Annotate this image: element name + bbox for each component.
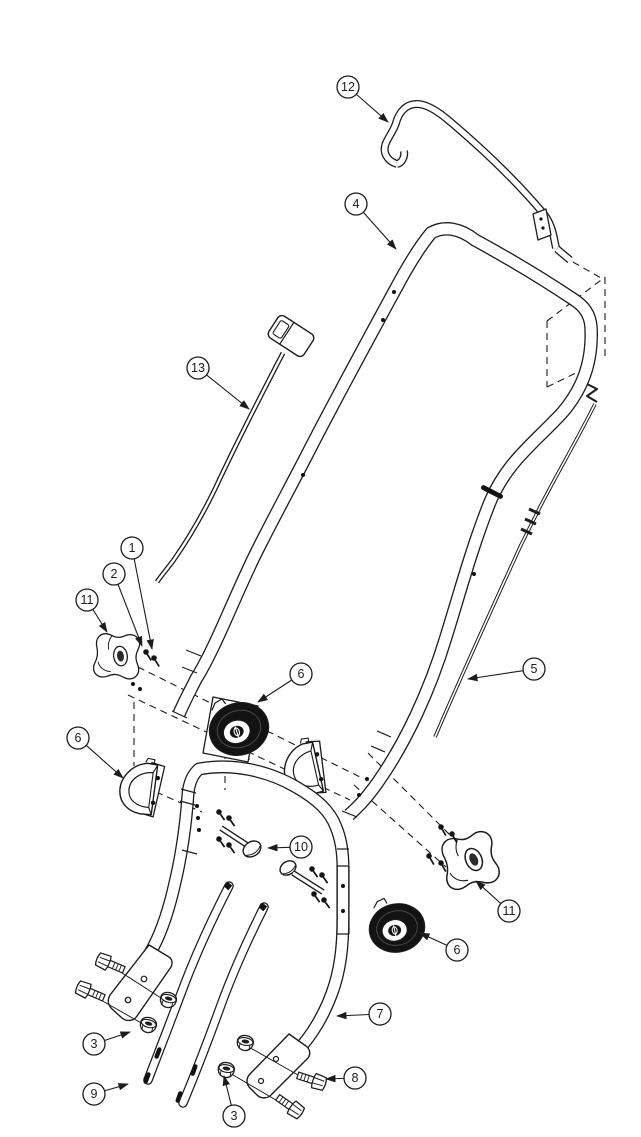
part-lower-handle [98,760,350,1104]
callout-balloon [445,938,469,962]
callout-balloon [289,662,313,686]
callout-number: 7 [377,1007,384,1021]
callout-leader-arrow [362,211,397,250]
hex-nut [216,1060,237,1080]
callout-leader-arrow [104,1031,131,1042]
callout-balloon [497,899,521,923]
callout-12: 12 [336,75,389,123]
callout-7: 7 [336,1002,392,1026]
callout-3: 3 [82,1031,131,1056]
callout-11: 11 [75,588,108,633]
callout-balloon [75,588,99,612]
callout-1: 1 [120,536,154,650]
callout-leader-arrow [355,93,389,123]
callout-balloon [368,1002,392,1026]
callout-balloon [120,536,144,560]
callout-13: 13 [186,356,250,410]
part-upper-handle [171,222,598,821]
callout-9: 9 [82,1082,129,1106]
callout-number: 3 [231,1109,238,1123]
callout-11: 11 [475,880,521,923]
callout-leader-arrow [206,374,250,410]
callout-5: 5 [467,657,546,682]
part-control-cable [433,383,598,738]
callout-balloon [66,726,90,750]
callout-leader-arrow [325,1074,345,1083]
callout-leader-arrow [419,932,448,946]
hex-bolt [73,978,108,1006]
callout-number: 13 [191,361,205,375]
callout-leader-arrow [475,880,502,905]
callout-leader-arrow [117,584,143,647]
callout-4: 4 [344,192,397,250]
callout-number: 4 [353,197,360,211]
callout-number: 11 [503,904,516,918]
callout-leader-arrow [267,843,291,852]
hex-bolt [294,1067,329,1093]
callout-2: 2 [102,562,143,647]
callout-balloon [222,1104,246,1128]
callout-leader-arrow [336,1011,370,1020]
callout-number: 5 [531,662,538,676]
d-clamp-left [117,755,166,819]
callout-leader-arrow [257,679,293,703]
callout-number: 9 [91,1087,98,1101]
callout-number: 11 [81,593,94,607]
hex-bolt [272,1090,307,1121]
callout-number: 6 [298,667,305,681]
callout-balloon [344,192,368,216]
part-wire-guide [380,100,573,264]
callout-number: 12 [341,80,355,94]
cable-pin [481,485,503,499]
callout-balloon [522,657,546,681]
callout-6: 6 [419,932,469,962]
callout-number: 1 [129,541,136,555]
hex-bolt [93,950,128,978]
callout-leader-arrow [85,744,124,779]
callout-balloon [343,1066,367,1090]
part-control-rod [154,314,315,584]
callout-8: 8 [325,1066,367,1090]
callout-leader-arrow [222,1075,232,1106]
callout-leader-arrow [104,1083,129,1092]
callout-balloon [82,1032,106,1056]
star-knob-left [90,628,146,684]
callout-leader-arrow [92,609,108,633]
callout-leader-arrow [133,558,154,650]
handle-bracket-left [107,944,173,1022]
part-handle-braces [143,881,269,1108]
callout-6: 6 [257,662,313,703]
star-knob-right [439,829,502,892]
hex-nut [137,1015,159,1035]
part-knob-assembly [117,686,430,959]
callout-number: 2 [111,567,118,581]
callout-balloon [289,835,313,859]
handle-bracket-right [246,1033,311,1099]
callout-leader-arrow [467,670,524,682]
handle-channel-bracket [336,865,350,935]
callout-number: 6 [75,731,82,745]
callout-number: 3 [91,1037,98,1051]
cable-adjuster [520,507,541,536]
fasteners [73,648,462,1121]
callout-3: 3 [222,1075,246,1128]
callout-10: 10 [267,835,313,859]
knob-wheel-right [362,890,430,959]
callout-balloon [336,75,360,99]
callout-number: 8 [352,1071,359,1085]
callout-6: 6 [66,726,124,779]
callout-balloon [102,562,126,586]
callout-number: 10 [294,840,308,854]
part-carriage-bolts [219,825,325,895]
callout-number: 6 [454,943,461,957]
callout-layer: 12 4 13 12 11 6 6 5 10 11 6 7 3 8 9 3 [66,75,546,1128]
callout-balloon [186,356,210,380]
callout-balloon [82,1082,106,1106]
screw-2 [148,654,164,668]
